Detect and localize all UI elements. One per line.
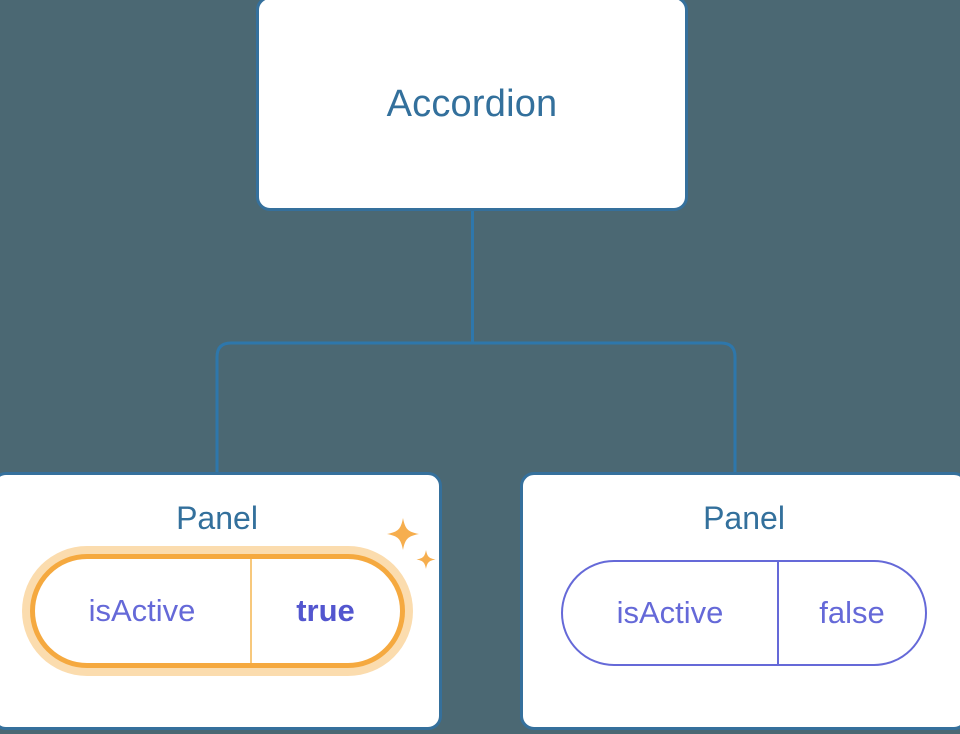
- prop-key-label: isActive: [88, 593, 196, 629]
- node-panel-active-label: Panel: [176, 500, 258, 536]
- prop-pill-isactive-false[interactable]: isActive false: [561, 560, 927, 667]
- sparkles-icon: [386, 518, 435, 570]
- node-panel-active[interactable]: Panel isActive true: [0, 472, 442, 730]
- prop-value-label: true: [249, 559, 400, 664]
- connector-branch-right: [472, 341, 737, 474]
- node-accordion-label: Accordion: [386, 82, 558, 125]
- prop-pill-isactive-true[interactable]: isActive true: [29, 554, 405, 669]
- prop-key-label: isActive: [616, 595, 724, 631]
- connector-branch-left: [215, 341, 473, 474]
- prop-pill-wrapper-inactive: isActive false: [561, 560, 927, 667]
- prop-value-label: false: [777, 562, 925, 665]
- prop-pill-wrapper-active: isActive true: [29, 518, 435, 669]
- node-panel-inactive-label: Panel: [703, 500, 785, 536]
- node-panel-inactive[interactable]: Panel isActive false: [520, 472, 960, 730]
- node-accordion[interactable]: Accordion: [256, 0, 688, 211]
